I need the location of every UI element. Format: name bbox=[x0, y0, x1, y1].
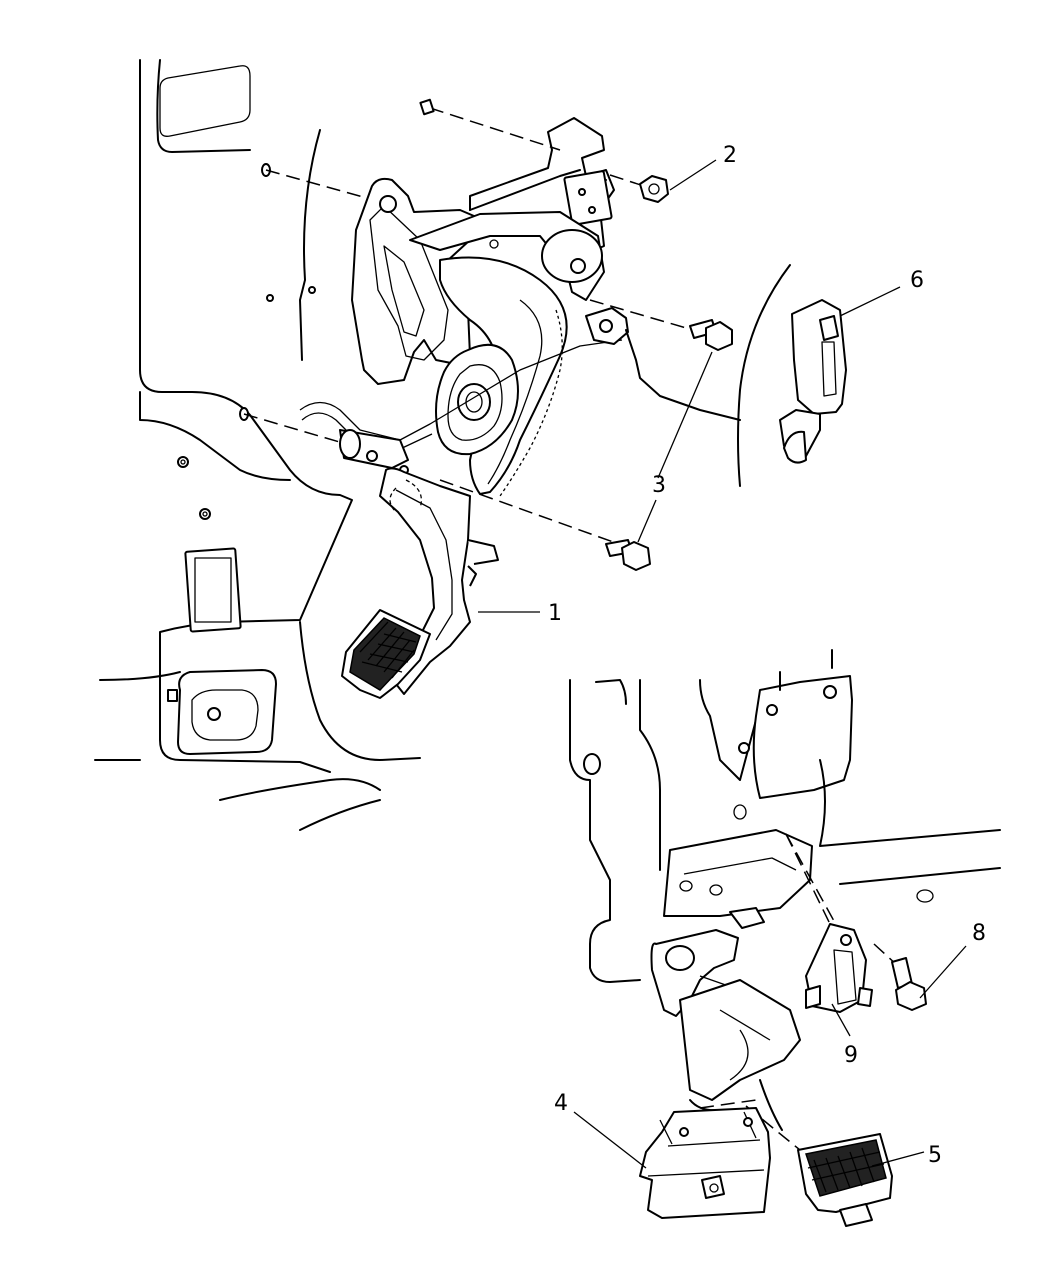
callout-9: 9 bbox=[844, 1043, 858, 1068]
release-handle bbox=[737, 264, 847, 487]
cab-panel bbox=[94, 59, 421, 831]
callout-5: 5 bbox=[928, 1143, 942, 1168]
mounting-bracket bbox=[469, 117, 615, 253]
pedal-pad bbox=[797, 1133, 893, 1227]
alignment-lines-upper bbox=[243, 107, 701, 549]
callout-2: 2 bbox=[723, 143, 737, 168]
bracket-9 bbox=[805, 923, 873, 1013]
bolt-3-lower bbox=[605, 539, 651, 571]
nut-2 bbox=[639, 175, 669, 203]
callout-6: 6 bbox=[910, 268, 924, 293]
pedal-pad-cover bbox=[639, 1107, 771, 1219]
lower-mechanism bbox=[650, 829, 813, 1131]
leader-lines bbox=[478, 159, 967, 1169]
bolt-3-upper bbox=[689, 319, 733, 351]
upper-fasteners bbox=[419, 98, 733, 571]
callout-8: 8 bbox=[972, 921, 986, 946]
bolt-8 bbox=[891, 957, 927, 1011]
pedal-arm bbox=[341, 467, 499, 699]
callout-1: 1 bbox=[548, 601, 562, 626]
callout-3: 3 bbox=[652, 473, 666, 498]
callout-labels: 1 2 3 4 5 6 8 9 bbox=[548, 143, 986, 1168]
parking-brake-assembly bbox=[299, 177, 741, 497]
callout-4: 4 bbox=[554, 1091, 568, 1116]
lower-panel bbox=[569, 649, 1001, 983]
